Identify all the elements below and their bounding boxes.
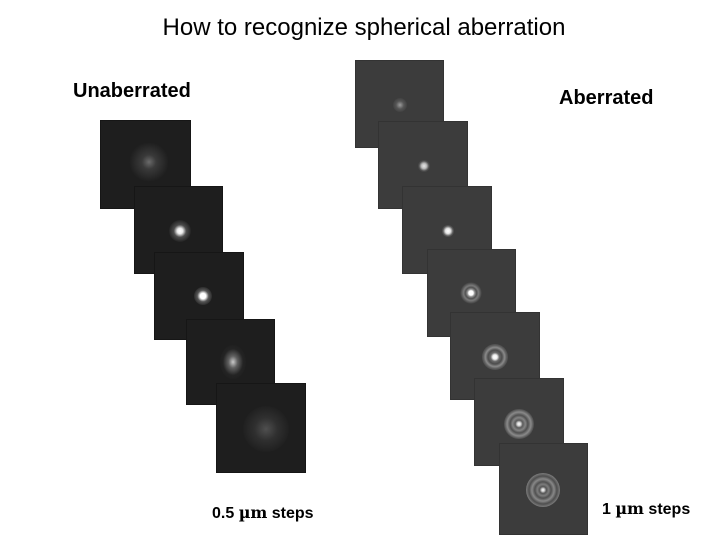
aberrated-image-7 bbox=[499, 443, 588, 535]
psf-spot bbox=[393, 98, 407, 112]
aberrated-step-size: 1 µm steps bbox=[602, 499, 691, 518]
psf-spot bbox=[442, 225, 454, 237]
psf-spot bbox=[169, 220, 191, 242]
psf-spot bbox=[243, 406, 289, 452]
unaberrated-label: Unaberrated bbox=[73, 80, 191, 102]
psf-spot bbox=[482, 344, 508, 370]
psf-spot bbox=[460, 282, 482, 304]
slide-title: How to recognize spherical aberration bbox=[162, 14, 566, 41]
psf-spot bbox=[526, 473, 560, 507]
unaberrated-step-size: 0.5 µm steps bbox=[212, 503, 314, 522]
psf-spot bbox=[418, 160, 430, 172]
psf-spot bbox=[504, 409, 534, 439]
micro-symbol: µm bbox=[238, 503, 268, 522]
unaberrated-image-5 bbox=[216, 383, 306, 473]
aberrated-label: Aberrated bbox=[559, 87, 654, 109]
psf-spot bbox=[194, 287, 212, 305]
psf-spot bbox=[129, 142, 169, 182]
micro-symbol: µm bbox=[615, 499, 644, 518]
psf-spot bbox=[220, 345, 246, 379]
